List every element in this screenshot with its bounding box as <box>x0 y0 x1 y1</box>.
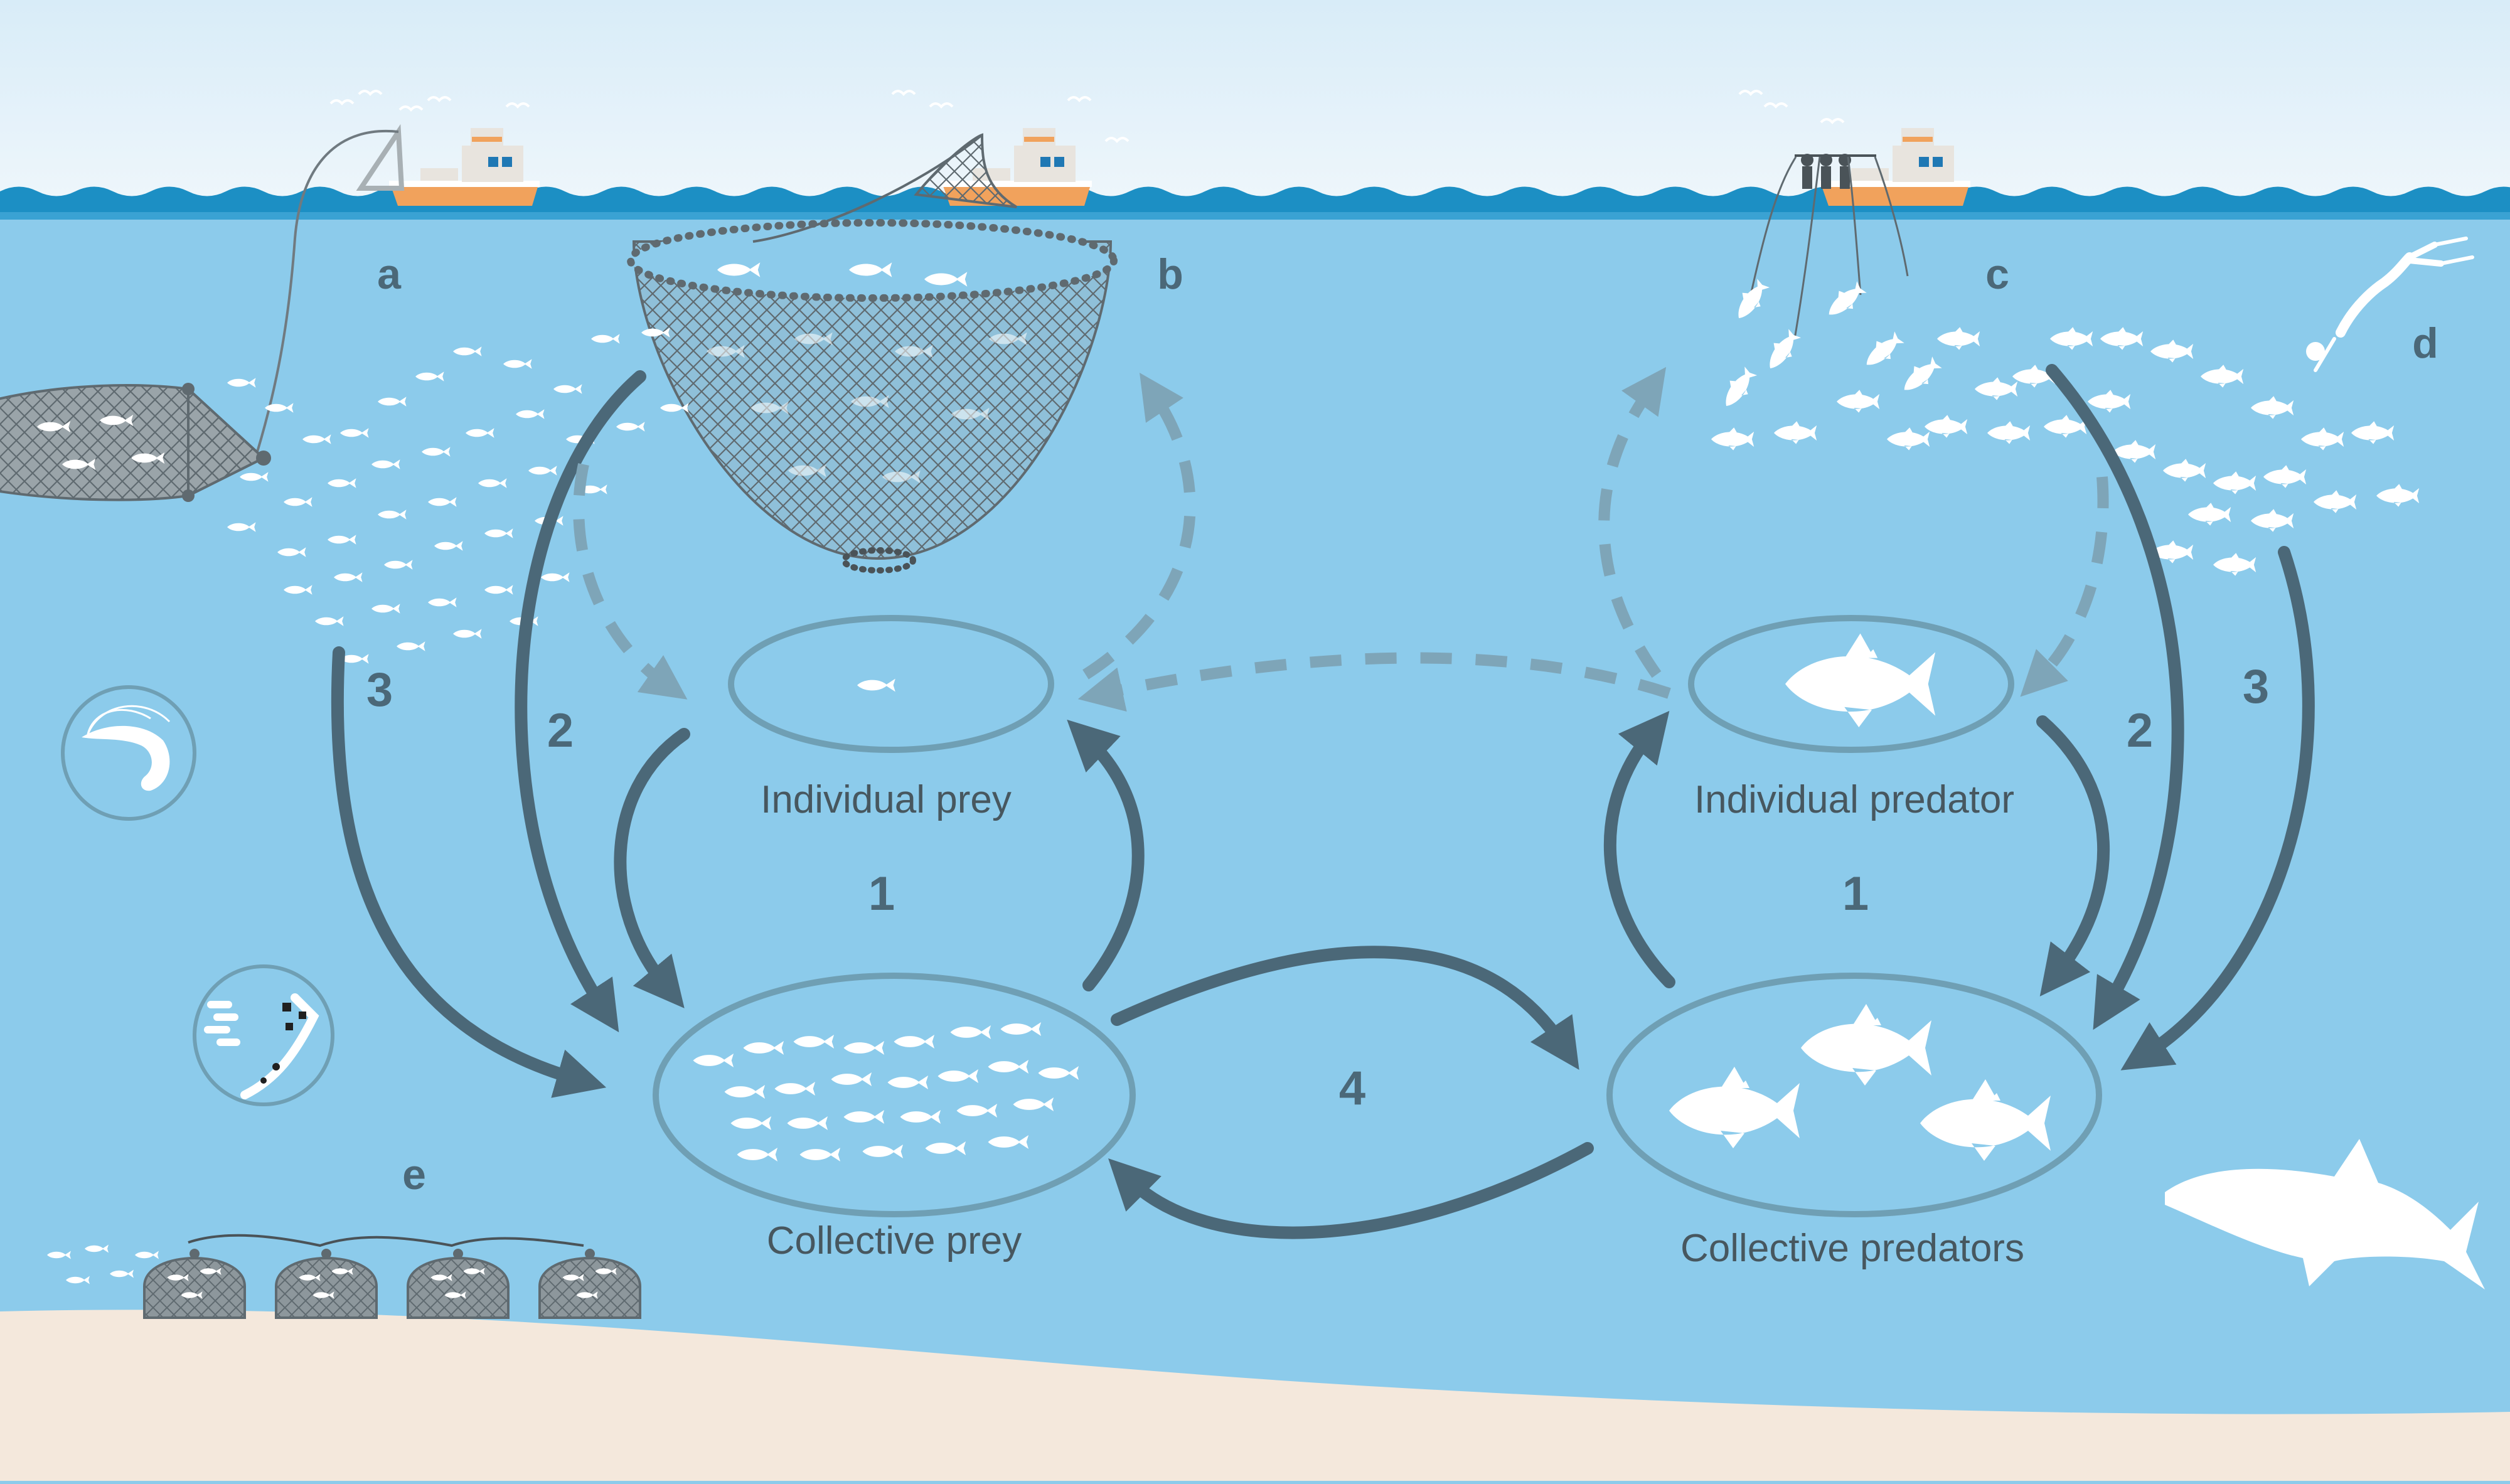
individual-prey-ellipse <box>728 615 1054 753</box>
arrow-collective-to-individual-predator <box>1603 710 1675 988</box>
arrow-individual-to-collective-predator <box>2036 715 2110 997</box>
trawl-line <box>256 129 399 452</box>
number-2-left: 2 <box>547 704 574 757</box>
arrow-predators-to-prey <box>1108 1142 1594 1239</box>
trawl-net <box>0 383 271 502</box>
arrow-fishery-c-to-collective-predators <box>2046 364 2184 1030</box>
label-collective-predators: Collective predators <box>1680 1227 2024 1270</box>
shrimp-icon <box>61 685 196 821</box>
letter-b: b <box>1157 250 1183 298</box>
purse-seine-net <box>627 133 1118 574</box>
fish-traps <box>47 1234 640 1318</box>
arrow-dashed-prey-to-net <box>1082 373 1196 680</box>
arrow-dashed-fishery-to-individual-prey <box>573 463 688 700</box>
pole-fishers <box>1749 154 1909 339</box>
collective-predators-ellipse <box>1606 973 2102 1217</box>
diver-icon <box>2306 237 2474 372</box>
arrow-individual-to-collective-prey <box>614 728 690 1008</box>
letter-c: c <box>1985 250 2009 298</box>
solid-arrows <box>331 364 2315 1239</box>
arrow-fishery-d-to-collective-predators <box>2120 546 2315 1070</box>
arrow-dashed-fishery-to-individual-predator <box>2020 476 2109 697</box>
label-individual-prey: Individual prey <box>761 778 1012 821</box>
label-collective-prey: Collective prey <box>767 1219 1022 1262</box>
label-individual-predator: Individual predator <box>1694 778 2014 821</box>
dashed-arrows <box>573 366 2109 712</box>
number-1-prey: 1 <box>868 867 895 921</box>
shark-icon <box>2165 1139 2485 1289</box>
number-3-left: 3 <box>366 663 393 717</box>
trawl-crane <box>356 124 405 191</box>
collective-prey-ellipse <box>653 973 1136 1217</box>
arrow-fishery-b-to-collective-prey <box>515 370 646 1033</box>
individual-predator-ellipse <box>1688 615 2014 753</box>
arrow-prey-to-predators <box>1111 946 1579 1070</box>
number-2-right: 2 <box>2127 704 2153 757</box>
plankton-icon <box>193 964 334 1106</box>
letter-d: d <box>2412 319 2438 367</box>
letter-e: e <box>402 1151 426 1198</box>
letter-a: a <box>377 250 402 298</box>
wave-band <box>0 212 2510 220</box>
sand-seabed <box>0 1310 2510 1481</box>
arrow-collective-to-individual-prey <box>1067 719 1145 991</box>
arrow-fishery-a-to-collective-prey <box>331 646 607 1098</box>
number-3-right: 3 <box>2243 660 2269 713</box>
sky <box>0 0 2510 201</box>
number-1-predator: 1 <box>1842 867 1869 921</box>
node-ellipses <box>653 615 2102 1217</box>
number-4: 4 <box>1339 1062 1365 1115</box>
arrow-dashed-predator-to-prey <box>1077 652 1671 712</box>
